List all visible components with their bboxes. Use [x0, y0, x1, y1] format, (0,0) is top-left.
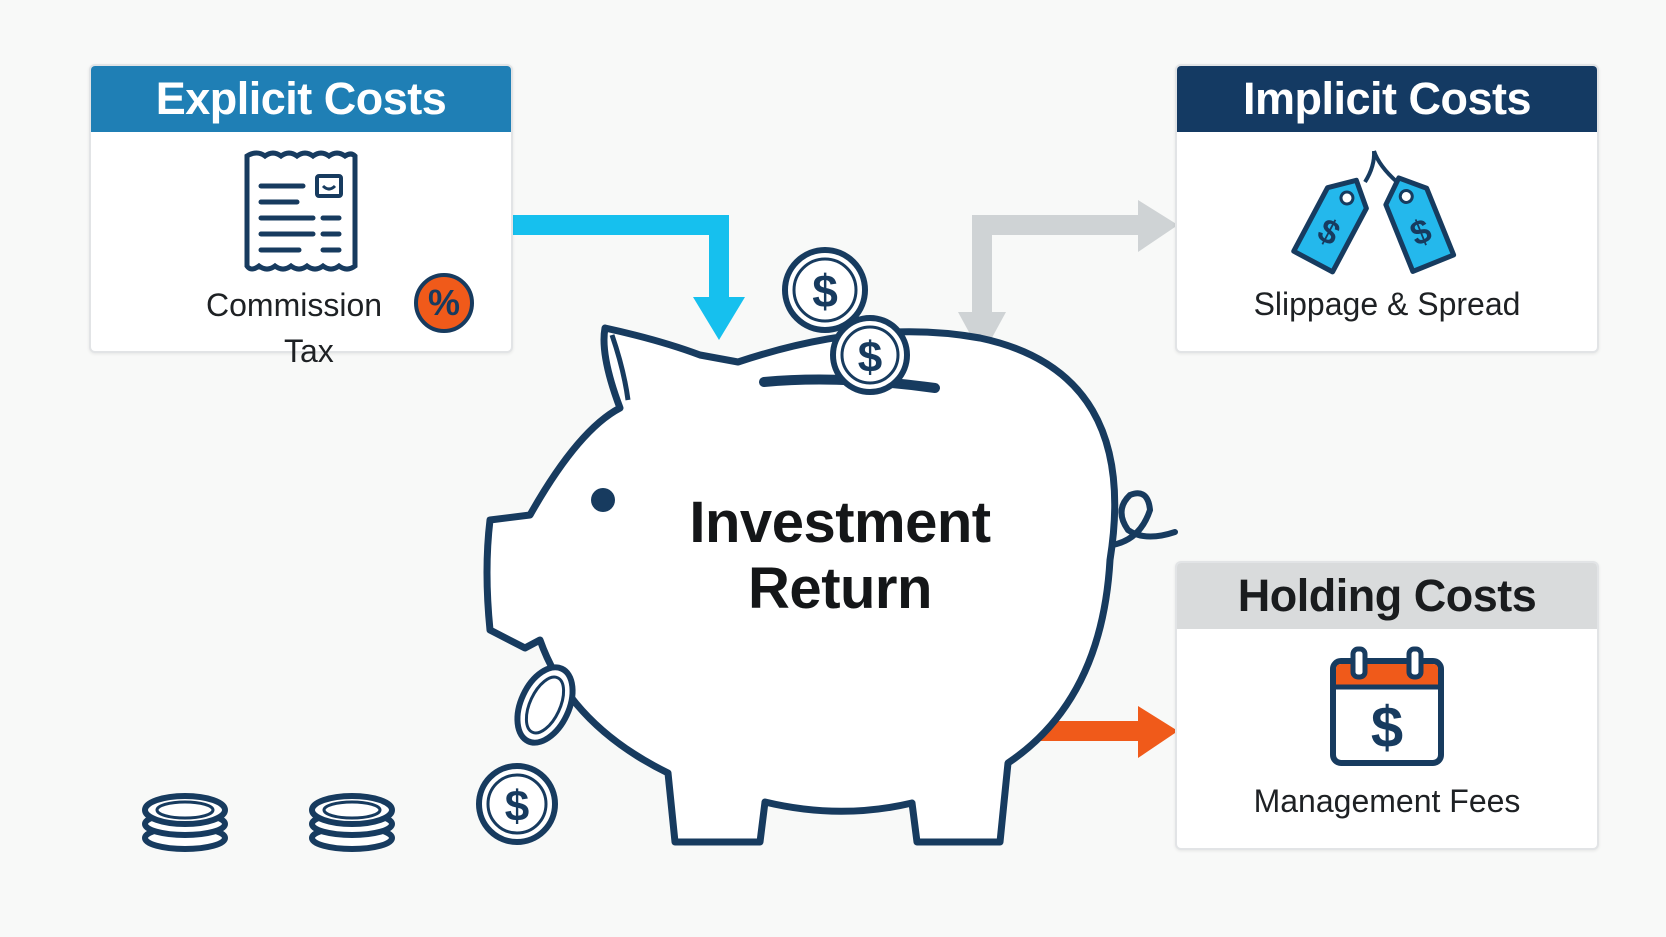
calendar-dollar-icon: $ [1330, 646, 1444, 766]
investment-return-label: Investment Return [630, 490, 1050, 622]
percent-icon: % [414, 273, 474, 333]
price-tag-icon: $ $ [1291, 150, 1457, 275]
coin-dollar-label: $ [858, 333, 882, 382]
holding-costs-title: Holding Costs [1177, 563, 1597, 629]
piggy-bank-icon [483, 324, 1178, 846]
management-fees-label: Management Fees [1253, 783, 1521, 819]
coin-icon: $ [782, 247, 868, 333]
slippage-spread-label: Slippage & Spread [1253, 286, 1521, 322]
receipt-icon [244, 150, 358, 272]
implicit-costs-card: Implicit Costs $ $ Slippage & Spread [1175, 64, 1599, 353]
coin-icon: $ [830, 315, 910, 395]
commission-label: Commission [206, 287, 383, 323]
explicit-costs-title: Explicit Costs [91, 66, 511, 132]
coin-dollar-label: $ [812, 265, 838, 317]
arrow-explicit-to-bank [513, 215, 745, 340]
percent-symbol: % [428, 282, 460, 323]
coin-stack-icon [142, 793, 228, 852]
center-line-1: Investment [689, 490, 991, 555]
holding-costs-card: Holding Costs $ Management Fees [1175, 561, 1599, 850]
coin-stack-icon [309, 793, 395, 852]
center-line-2: Return [748, 556, 932, 621]
coin-dollar-label: $ [505, 782, 529, 831]
coin-edge-icon [514, 664, 576, 746]
coin-icon: $ [476, 763, 558, 845]
implicit-costs-title: Implicit Costs [1177, 66, 1597, 132]
tax-label: Tax [284, 333, 334, 369]
arrow-bank-to-implicit [958, 200, 1178, 356]
calendar-dollar-label: $ [1371, 695, 1403, 760]
explicit-costs-card: Explicit Costs Commission % [89, 64, 513, 353]
